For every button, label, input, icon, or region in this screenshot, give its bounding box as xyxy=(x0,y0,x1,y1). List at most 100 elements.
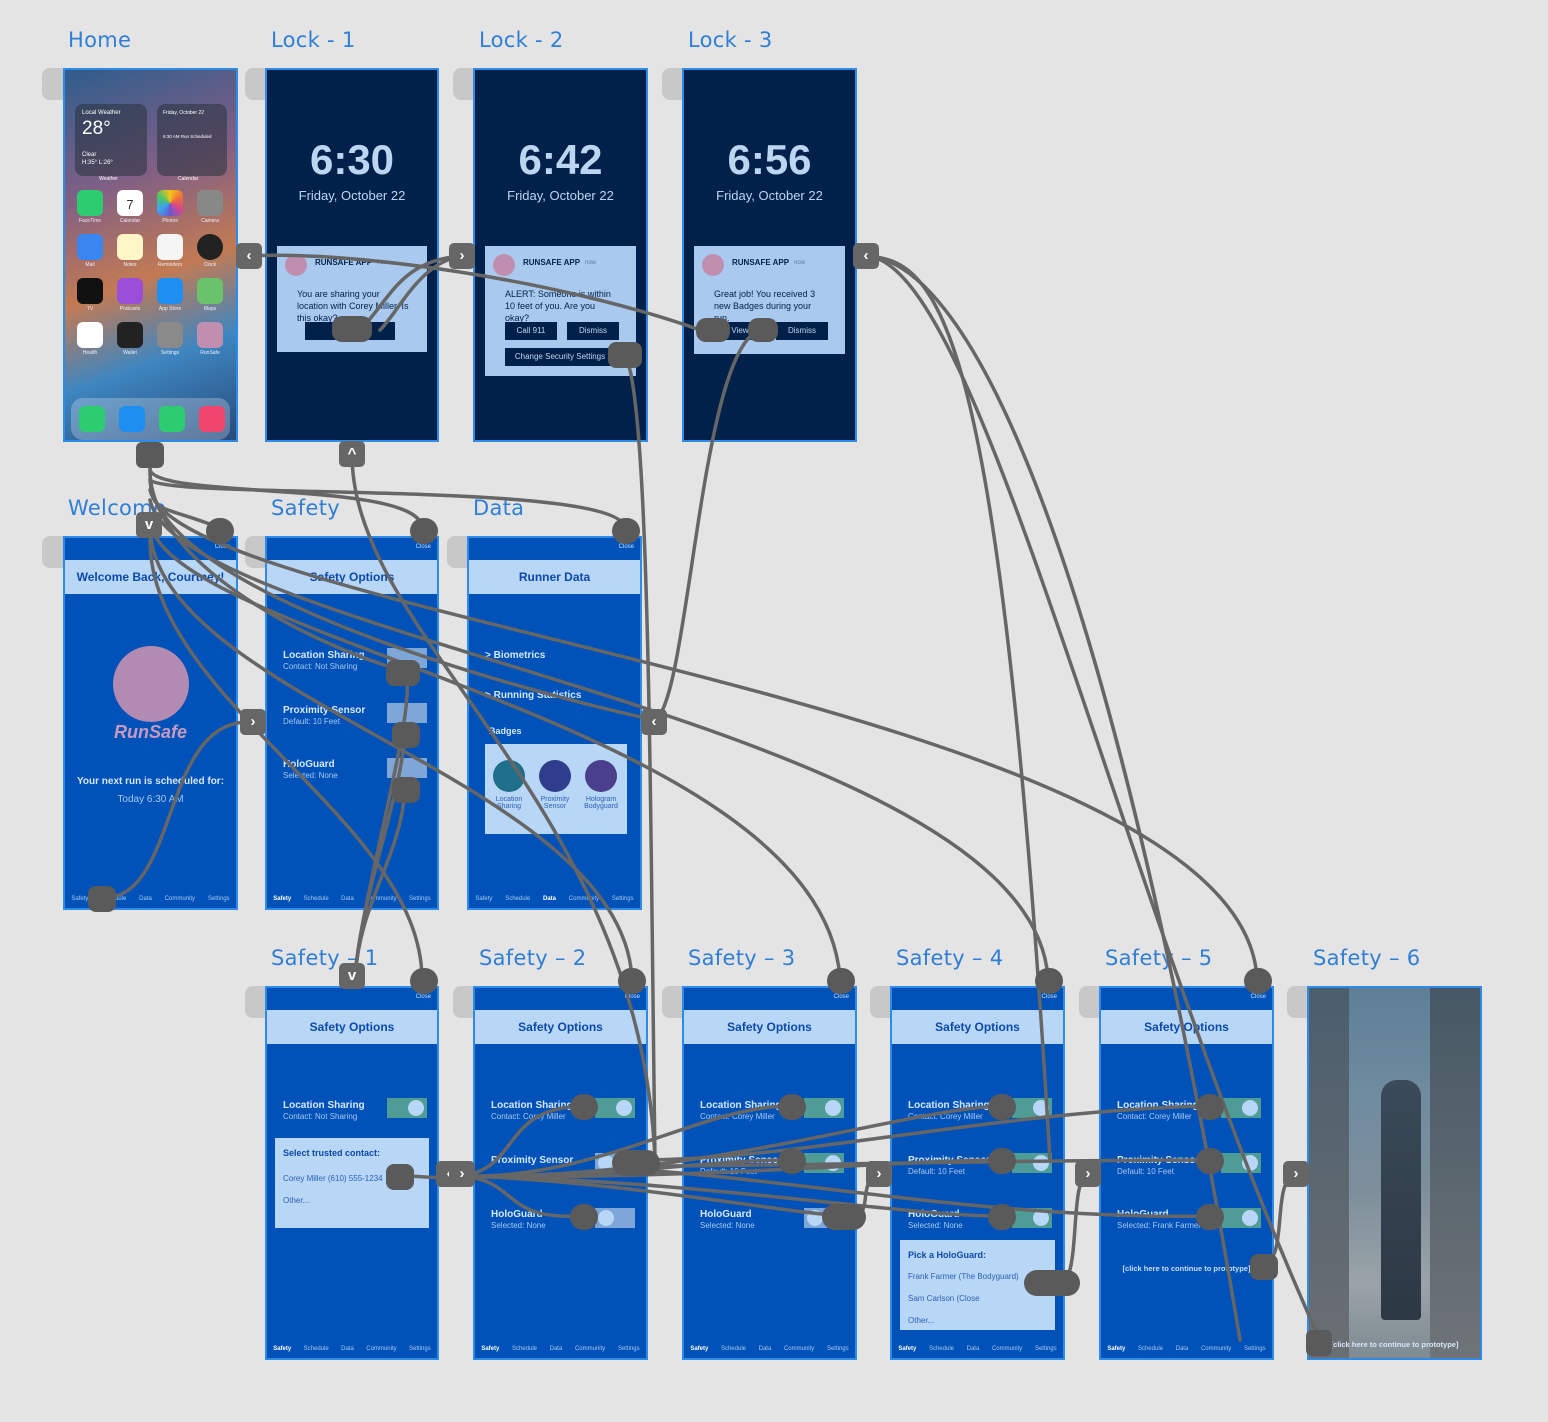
nav-community[interactable]: Community xyxy=(164,896,196,902)
nav-data[interactable]: Data xyxy=(966,1346,980,1352)
clock-icon[interactable] xyxy=(197,234,223,260)
close-link[interactable]: Close xyxy=(618,544,634,550)
hologuard-toggle[interactable] xyxy=(1221,1208,1261,1228)
hologuard-toggle[interactable] xyxy=(1012,1208,1052,1228)
close-link[interactable]: Close xyxy=(214,544,230,550)
nav-community[interactable]: Community xyxy=(1200,1346,1232,1352)
chevron-left-icon[interactable]: ‹ xyxy=(853,243,879,269)
nav-safety[interactable]: Safety xyxy=(71,896,89,902)
continue-link[interactable]: [click here to continue to prototype] xyxy=(1330,1340,1459,1349)
location-sharing-toggle[interactable] xyxy=(387,1098,427,1118)
hologuard-option-sam[interactable]: Sam Carlson (Close xyxy=(908,1294,980,1303)
nav-settings[interactable]: Settings xyxy=(1034,1346,1057,1352)
location-sharing-toggle[interactable] xyxy=(595,1098,635,1118)
chevron-down-icon[interactable]: v xyxy=(339,963,365,989)
close-link[interactable]: Close xyxy=(415,544,431,550)
chevron-right-icon[interactable]: › xyxy=(1283,1161,1309,1187)
nav-data[interactable]: Data xyxy=(1175,1346,1189,1352)
location-sharing-toggle[interactable] xyxy=(1012,1098,1052,1118)
chevron-right-icon[interactable]: › xyxy=(866,1161,892,1187)
proximity-sensor-toggle[interactable] xyxy=(1012,1153,1052,1173)
proximity-sensor-toggle[interactable] xyxy=(595,1153,635,1173)
location-sharing-toggle[interactable] xyxy=(1221,1098,1261,1118)
photos-icon[interactable] xyxy=(157,190,183,216)
nav-safety[interactable]: Safety xyxy=(481,1346,500,1352)
close-link[interactable]: Close xyxy=(1041,994,1057,1000)
nav-schedule[interactable]: Schedule xyxy=(303,1346,329,1352)
tv-icon[interactable] xyxy=(77,278,103,304)
close-link[interactable]: Close xyxy=(624,994,640,1000)
other-option[interactable]: Other... xyxy=(908,1316,935,1325)
biometrics-link[interactable]: > Biometrics xyxy=(485,650,546,661)
reminders-icon[interactable] xyxy=(157,234,183,260)
close-link[interactable]: Close xyxy=(415,994,431,1000)
podcasts-icon[interactable] xyxy=(117,278,143,304)
nav-data[interactable]: Data xyxy=(543,896,557,902)
chevron-right-icon[interactable]: › xyxy=(240,709,266,735)
maps-icon[interactable] xyxy=(197,278,223,304)
call-911-button[interactable]: Call 911 xyxy=(505,322,557,340)
chevron-left-icon[interactable]: ‹ xyxy=(641,709,667,735)
running-statistics-link[interactable]: > Running Statistics xyxy=(485,690,582,701)
proximity-sensor-toggle[interactable] xyxy=(387,703,427,723)
chevron-up-icon[interactable]: ^ xyxy=(339,441,365,467)
nav-schedule[interactable]: Schedule xyxy=(101,896,127,902)
camera-icon[interactable] xyxy=(197,190,223,216)
hologuard-toggle[interactable] xyxy=(595,1208,635,1228)
hologuard-option-frank[interactable]: Frank Farmer (The Bodyguard) xyxy=(908,1272,1019,1281)
location-sharing-toggle[interactable] xyxy=(387,648,427,668)
weather-widget[interactable]: Local Weather 28° Clear H:35° L:26° xyxy=(75,104,147,176)
music-icon[interactable] xyxy=(199,406,225,432)
nav-settings[interactable]: Settings xyxy=(409,896,431,902)
hologuard-toggle[interactable] xyxy=(804,1208,844,1228)
wallet-icon[interactable] xyxy=(117,322,143,348)
other-option[interactable]: Other... xyxy=(283,1196,310,1205)
nav-community[interactable]: Community xyxy=(568,896,600,902)
nav-settings[interactable]: Settings xyxy=(611,896,634,902)
calendar-icon[interactable]: 7 xyxy=(117,190,143,216)
nav-community[interactable]: Community xyxy=(366,896,397,902)
nav-safety[interactable]: Safety xyxy=(690,1346,709,1352)
nav-schedule[interactable]: Schedule xyxy=(928,1346,954,1352)
change-security-settings-button[interactable]: Change Security Settings xyxy=(505,348,615,366)
nav-data[interactable]: Data xyxy=(549,1346,563,1352)
close-link[interactable]: Close xyxy=(833,994,849,1000)
notification-card[interactable]: RUNSAFE APP now Great job! You received … xyxy=(694,246,845,354)
nav-data[interactable]: Data xyxy=(139,896,152,902)
nav-schedule[interactable]: Schedule xyxy=(1137,1346,1163,1352)
chevron-right-icon[interactable]: › xyxy=(1075,1161,1101,1187)
nav-safety[interactable]: Safety xyxy=(898,1346,917,1352)
mail-icon[interactable] xyxy=(77,234,103,260)
chevron-right-icon[interactable]: › xyxy=(449,243,475,269)
nav-community[interactable]: Community xyxy=(783,1346,815,1352)
nav-schedule[interactable]: Schedule xyxy=(511,1346,537,1352)
nav-safety[interactable]: Safety xyxy=(1107,1346,1126,1352)
nav-schedule[interactable]: Schedule xyxy=(303,896,329,902)
contact-option[interactable]: Corey Miller (610) 555-1234 xyxy=(283,1174,383,1183)
nav-settings[interactable]: Settings xyxy=(617,1346,640,1352)
yes-button[interactable]: Yes xyxy=(305,322,395,340)
nav-safety[interactable]: Safety xyxy=(273,1346,292,1352)
nav-data[interactable]: Data xyxy=(341,1346,354,1352)
continue-link[interactable]: [click here to continue to prototype] xyxy=(1122,1264,1251,1273)
nav-settings[interactable]: Settings xyxy=(409,1346,431,1352)
view-button[interactable]: View xyxy=(714,322,766,340)
phone-icon[interactable] xyxy=(79,406,105,432)
location-sharing-toggle[interactable] xyxy=(804,1098,844,1118)
proximity-sensor-toggle[interactable] xyxy=(1221,1153,1261,1173)
dismiss-button[interactable]: Dismiss xyxy=(567,322,619,340)
nav-settings[interactable]: Settings xyxy=(207,896,230,902)
dismiss-button[interactable]: Dismiss xyxy=(776,322,828,340)
nav-settings[interactable]: Settings xyxy=(826,1346,849,1352)
notification-card[interactable]: RUNSAFE APP now You are sharing your loc… xyxy=(277,246,427,352)
calendar-widget[interactable]: Friday, October 22 6:30 AM Run Scheduled xyxy=(157,104,227,176)
nav-schedule[interactable]: Schedule xyxy=(505,896,531,902)
app-store-icon[interactable] xyxy=(157,278,183,304)
chevron-right-icon[interactable]: › xyxy=(449,1161,475,1187)
hologuard-toggle[interactable] xyxy=(387,758,427,778)
chevron-down-icon[interactable]: v xyxy=(136,512,162,538)
health-icon[interactable] xyxy=(77,322,103,348)
runsafe-app-icon[interactable] xyxy=(197,322,223,348)
nav-data[interactable]: Data xyxy=(758,1346,772,1352)
notification-card[interactable]: RUNSAFE APP now ALERT: Someone is within… xyxy=(485,246,636,376)
